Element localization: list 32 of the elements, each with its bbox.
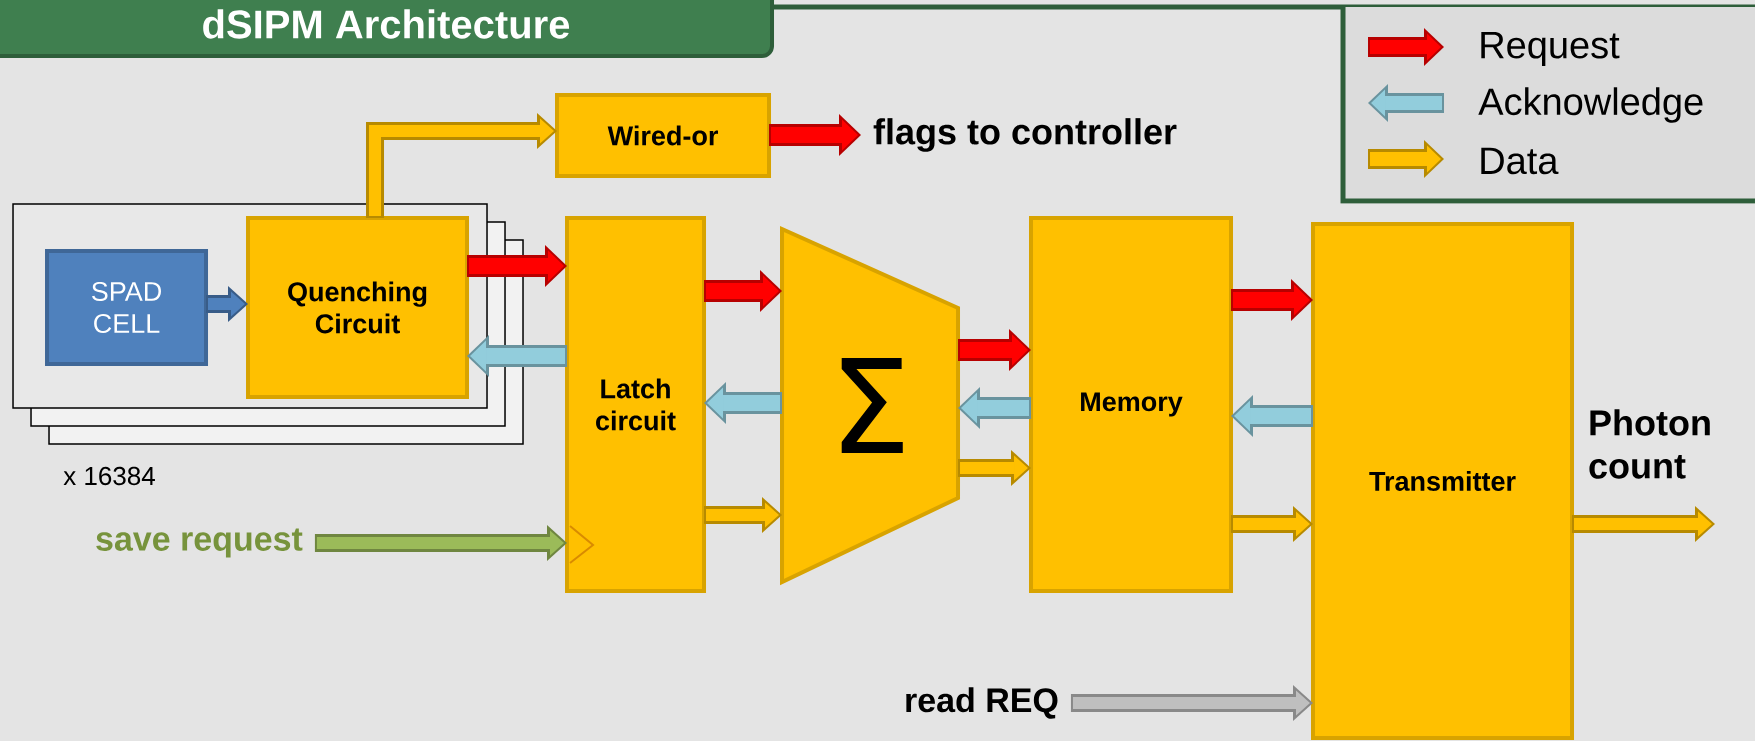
arrow [769,114,861,156]
arrow [1572,506,1715,542]
transmitter-box: Transmitter [1311,222,1574,740]
arrow [704,270,782,312]
arrow [958,387,1031,429]
arrow [1231,279,1313,321]
arrow [366,113,557,218]
arrow [958,450,1031,486]
arrow [704,382,782,424]
legend-text: Acknowledge [1478,87,1703,123]
arrow [958,329,1031,371]
arrow [1231,395,1313,437]
arrow [314,525,567,561]
title-banner: dSIPM Architecture [0,0,774,58]
legend-text: Request [1481,32,1620,66]
edge-label: Photon count [1589,409,1710,479]
arrow [704,497,782,533]
count-label: x 16384 [63,466,155,486]
legend-text: Data [1481,147,1559,175]
arrow [467,245,567,287]
arrow [1231,506,1313,542]
input-text: save request [96,528,303,558]
output-text: flags to controller [873,118,1177,152]
arrow [1070,685,1313,721]
arrow [206,286,248,322]
arrow [467,335,567,377]
input-text: read REQ [906,687,1058,719]
spad-cell-box: SPAD CELL [45,249,208,366]
memory-box: Memory [1029,216,1233,593]
circuit-box: Quenching Circuit [246,216,469,399]
circuit-box: Wired-or [555,93,771,178]
latch-box: Latch circuit [565,216,706,593]
